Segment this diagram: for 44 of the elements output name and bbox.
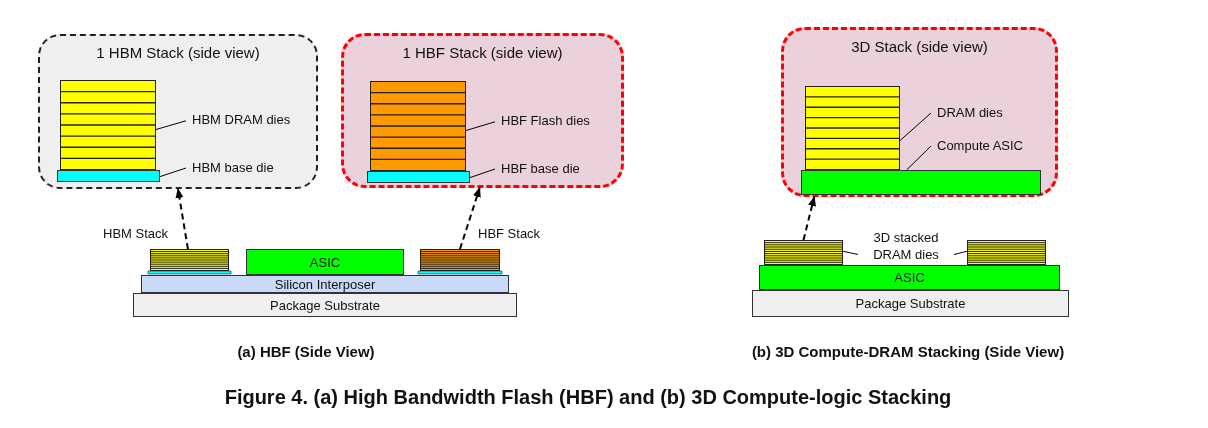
leader-line <box>906 145 932 171</box>
part-label: HBM DRAM dies <box>186 112 291 128</box>
leader-line <box>155 120 187 130</box>
part-label: HBF Flash dies <box>495 113 590 129</box>
arrow <box>175 188 189 250</box>
stack-label: HBM Stack <box>103 226 168 241</box>
subfigure-caption: (b) 3D Compute-DRAM Stacking (Side View) <box>751 343 1065 360</box>
asic-chip: ASIC <box>246 249 404 275</box>
leader-line <box>469 168 496 179</box>
part-label: HBF base die <box>495 161 580 177</box>
part-label: Compute ASIC <box>931 138 1023 154</box>
leader-line <box>842 250 859 255</box>
base-die <box>367 171 470 183</box>
interposer-layer: Silicon Interposer <box>141 275 509 293</box>
part-label: DRAM dies <box>931 105 1003 121</box>
substrate-layer: Package Substrate <box>133 293 517 317</box>
stack-callout-panel <box>341 33 624 188</box>
panel-title: 3D Stack (side view) <box>850 38 989 55</box>
arrow <box>459 187 481 250</box>
asic-chip: ASIC <box>759 265 1060 290</box>
panel-title: 1 HBF Stack (side view) <box>401 44 564 61</box>
part-label: 3D stacked DRAM dies <box>858 229 954 263</box>
stack-label: HBF Stack <box>478 226 541 241</box>
leader-line <box>899 112 932 142</box>
die-stack-drawing <box>150 249 229 274</box>
die-stack-drawing <box>370 81 466 171</box>
stack-callout-panel <box>38 34 318 189</box>
figure-caption: Figure 4. (a) High Bandwidth Flash (HBF) and (b) 3D Compute-logic Stacking <box>224 386 952 409</box>
substrate-layer: Package Substrate <box>752 290 1069 317</box>
leader-line <box>465 121 496 131</box>
subfigure-caption: (a) HBF (Side View) <box>237 343 375 360</box>
die-stack-drawing <box>805 86 900 170</box>
die-stack-drawing <box>967 240 1046 265</box>
panel-title: 1 HBM Stack (side view) <box>95 44 261 61</box>
asic-die <box>801 170 1041 195</box>
arrow <box>802 196 816 241</box>
leader-line <box>159 167 187 178</box>
part-label: HBM base die <box>186 160 274 176</box>
stack-callout-panel <box>781 27 1058 197</box>
die-stack-drawing <box>60 80 156 170</box>
leader-line <box>953 250 968 255</box>
base-die <box>57 170 160 182</box>
die-stack-drawing <box>764 240 843 265</box>
die-stack-drawing <box>420 249 500 274</box>
